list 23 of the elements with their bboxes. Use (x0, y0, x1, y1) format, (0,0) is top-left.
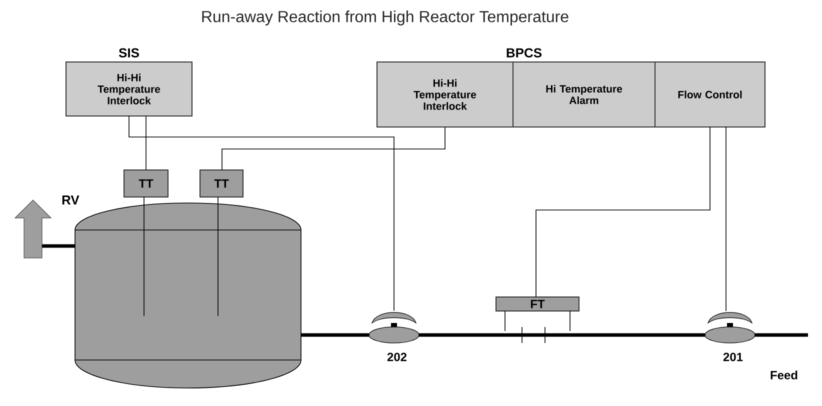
feed-label: Feed (770, 370, 798, 380)
title: Run-away Reaction from High Reactor Temperature (202, 10, 568, 26)
control-box: Hi-Hi Temperature Interlock (376, 62, 514, 128)
signal-line (222, 127, 446, 170)
control-box: Hi-Hi Temperature Interlock (66, 62, 192, 116)
pipe (42, 244, 76, 248)
transmitter-box: TT (124, 170, 168, 198)
valve-number: 202 (387, 352, 407, 362)
vent-label: RV (62, 196, 80, 204)
valve-number: 201 (723, 352, 743, 362)
transmitter-box: TT (200, 170, 244, 198)
reactor-vessel-drawing (74, 202, 302, 388)
signal-line (128, 116, 394, 312)
system-heading: SIS (118, 48, 139, 58)
control-box: Flow Control (654, 62, 766, 128)
pipe (301, 333, 369, 337)
transmitter-box: FT (496, 296, 580, 312)
signal-line (536, 126, 710, 298)
pipe (755, 333, 808, 337)
control-box: Hi Temperature Alarm (512, 62, 656, 128)
vent-arrow-drawing (14, 200, 52, 258)
pipe (419, 333, 705, 337)
node-label: BPCS (506, 48, 542, 58)
